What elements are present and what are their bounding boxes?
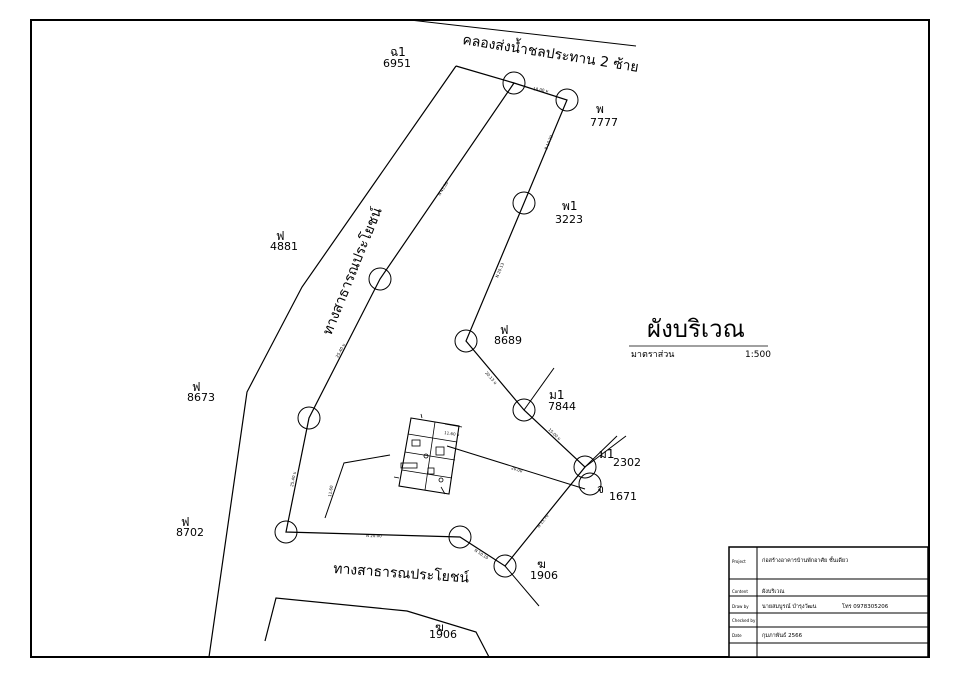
parcel-code: พ1 <box>562 199 578 213</box>
house-footprint <box>393 413 463 495</box>
parcel-code: ฟ <box>500 323 509 337</box>
parcel-number: 7777 <box>590 116 618 129</box>
parcel-code: ฟ <box>276 229 285 243</box>
boundary-marker <box>448 525 472 549</box>
dimension-label: 20.00 <box>511 465 524 473</box>
parcel-code: ฟ <box>181 515 190 529</box>
dimension-label: N 20.00 <box>366 533 382 538</box>
dimension-label: 11.60 ม <box>444 430 460 437</box>
scale-label: มาตราส่วน <box>631 350 674 360</box>
extension-line <box>504 565 540 607</box>
parcel-code: ฟ <box>192 380 201 394</box>
setback-line <box>324 454 391 519</box>
tb-phone-value: โทร 0978305206 <box>842 602 889 610</box>
tb-project-value: ก่อสร้างอาคารบ้านพักอาศัย ชั้นเดียว <box>762 556 848 564</box>
boundary-markers <box>274 71 602 578</box>
tb-drawn-label: Draw by <box>732 604 749 609</box>
dimension-label: 11.60 <box>327 485 334 498</box>
parcel-code: ฆ <box>435 620 444 634</box>
tb-project-label: Project <box>732 559 746 564</box>
tb-date-value: กุมภาพันธ์ 2566 <box>762 632 803 639</box>
dimension-label: N 20.13 <box>494 262 505 279</box>
tb-content-label: Content <box>732 589 748 594</box>
parcel-code: ม1 <box>549 388 565 402</box>
parcel-code: ม1 <box>599 447 615 461</box>
boundary-marker <box>512 191 536 215</box>
parcel-boundary <box>285 82 586 567</box>
boundary-marker <box>573 455 597 479</box>
boundary-marker <box>297 406 321 430</box>
boundary-marker <box>493 554 517 578</box>
boundary-marker <box>274 520 298 544</box>
boundary-marker <box>512 398 536 422</box>
parcel-number: 8702 <box>176 526 204 539</box>
lower-road-edge <box>264 597 490 658</box>
extension-line <box>523 367 555 411</box>
scale-value: 1:500 <box>745 350 771 360</box>
tb-content-value: ผังบริเวณ <box>762 588 784 595</box>
boundary-marker <box>555 88 579 112</box>
parcel-number: 1906 <box>530 569 558 582</box>
dimension-label: N 45.00 <box>437 180 450 196</box>
drawing-title: ผังบริเวณ <box>647 315 745 343</box>
parcel-number: 8673 <box>187 391 215 404</box>
parcel-code: พ <box>596 102 604 116</box>
parcel-code: จ <box>597 482 604 496</box>
boundary-marker <box>502 71 526 95</box>
canal-line <box>409 19 637 47</box>
parcel-number: 1906 <box>429 628 457 641</box>
tb-date-label: Date <box>732 633 742 638</box>
parcel-number: 2302 <box>613 456 641 469</box>
public-way-label-vertical: ทางสาธารณประโยชน์ <box>319 205 386 338</box>
parcel-number: 3223 <box>555 213 583 226</box>
public-way-label-horizontal: ทางสาธารณประโยชน์ <box>333 560 470 586</box>
dimension-label: 25.40 ม <box>289 471 297 487</box>
drawing-frame <box>30 19 930 658</box>
boundary-marker <box>454 329 478 353</box>
parcel-number: 7844 <box>548 400 576 413</box>
parcel-number: 4881 <box>270 240 298 253</box>
dimension-label: 25.40 ม <box>334 342 346 358</box>
top-boundary-line <box>455 65 515 84</box>
parcel-number: 6951 <box>383 57 411 70</box>
title-block: Project ก่อสร้างอาคารบ้านพักอาศัย ชั้นเด… <box>728 546 929 658</box>
boundary-marker <box>368 267 392 291</box>
parcel-code: ฉ1 <box>390 45 406 59</box>
dimension-label: 10.00 ม <box>533 86 549 93</box>
parcel-labels: ฉ1 6951 พ 7777 พ1 3223 ฟ 4881 ฟ 8689 ฟ 8… <box>176 45 641 641</box>
extension-line <box>584 435 618 468</box>
title-block-frame <box>728 546 929 658</box>
dimension-label: N 13.70 <box>536 513 550 529</box>
parcel-number: 1671 <box>609 490 637 503</box>
boundary-marker <box>578 472 602 496</box>
dimension-label: N 10.10 <box>473 548 489 561</box>
parcel-number: 8689 <box>494 334 522 347</box>
dimension-label: 8 17.70 <box>543 134 554 150</box>
setback-line <box>446 445 586 490</box>
tb-drawn-value: นายสมบูรณ์ บำรุงวัฒน <box>762 603 817 610</box>
public-way-boundary <box>208 65 457 658</box>
tb-checked-label: Checked by <box>732 618 756 623</box>
parcel-code: ฆ <box>537 557 546 571</box>
extension-line <box>584 435 627 468</box>
dimension-label: 20.13 ม <box>484 370 498 385</box>
